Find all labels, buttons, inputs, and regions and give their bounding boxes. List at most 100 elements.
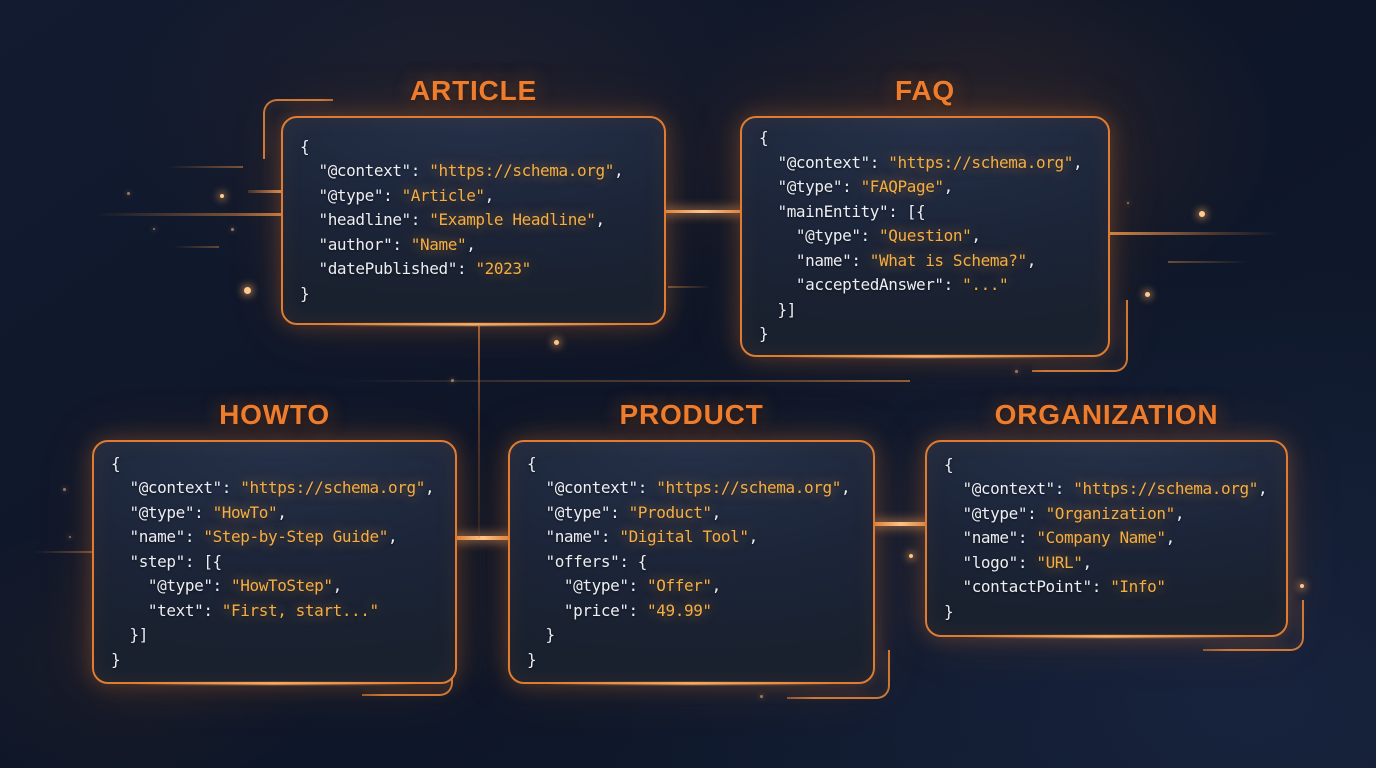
card-box: { "@context": "https://schema.org", "@ty… xyxy=(92,440,457,684)
echo-corner-product xyxy=(787,650,890,699)
code-value: "URL" xyxy=(1036,552,1083,572)
glow-dot xyxy=(1127,202,1129,204)
schema-card-howto: HOWTO { "@context": "https://schema.org"… xyxy=(92,399,457,684)
echo-corner-faq xyxy=(1032,300,1128,372)
code-line: "name": "Digital Tool", xyxy=(527,525,856,550)
code-value: "Article" xyxy=(401,185,486,205)
code-line: "@type": "Organization", xyxy=(944,502,1269,527)
code-line: "@type": "Question", xyxy=(759,224,1091,249)
code-text: "@context": xyxy=(300,161,430,181)
glow-dot xyxy=(69,536,71,538)
code-text: , xyxy=(388,527,398,547)
code-text: } xyxy=(527,625,555,645)
code-text: "@type": xyxy=(111,576,232,596)
card-title: FAQ xyxy=(895,75,955,106)
code-value: "HowTo" xyxy=(212,502,278,522)
schema-card-product: PRODUCT { "@context": "https://schema.or… xyxy=(508,399,875,684)
code-line: "author": "Name", xyxy=(300,233,647,258)
code-line: } xyxy=(527,623,856,648)
code-value: "Product" xyxy=(628,502,713,522)
glow-dot xyxy=(231,228,234,231)
trace-line-left-3 xyxy=(95,213,281,216)
trace-line-howto-left xyxy=(34,551,92,553)
code-text: { xyxy=(759,128,769,148)
schema-card-article: ARTICLE { "@context": "https://schema.or… xyxy=(281,75,666,325)
code-line: "acceptedAnswer": "..." xyxy=(759,273,1091,298)
code-line: "datePublished": "2023" xyxy=(300,257,647,282)
code-value: "Organization" xyxy=(1045,503,1176,523)
code-line: "@type": "Article", xyxy=(300,184,647,209)
card-box: { "@context": "https://schema.org", "@ty… xyxy=(925,440,1288,637)
connector-product-organization xyxy=(873,522,928,526)
glow-dot xyxy=(153,228,155,230)
card-box: { "@context": "https://schema.org", "@ty… xyxy=(508,440,875,684)
code-text: , xyxy=(748,527,759,547)
glow-dot xyxy=(1145,292,1150,297)
code-line: "logo": "URL", xyxy=(944,551,1269,576)
card-code: { "@context": "https://schema.org", "@ty… xyxy=(94,442,455,682)
code-line: { xyxy=(944,453,1269,478)
code-line: "@type": "HowToStep", xyxy=(111,574,438,599)
code-text: , xyxy=(1257,479,1268,499)
code-value: "First, start..." xyxy=(221,600,379,620)
code-line: "@context": "https://schema.org", xyxy=(111,476,438,501)
code-line: } xyxy=(111,648,438,673)
code-line: "name": "Company Name", xyxy=(944,526,1269,551)
code-line: "@type": "Product", xyxy=(527,501,856,526)
code-text: } xyxy=(111,649,121,669)
code-value: "https://schema.org" xyxy=(888,152,1073,172)
code-text: "datePublished": xyxy=(300,259,476,279)
code-value: "https://schema.org" xyxy=(240,478,425,498)
glow-dot xyxy=(451,379,454,382)
trace-line-left-4 xyxy=(173,246,219,248)
code-text: "contactPoint": xyxy=(944,577,1111,597)
code-text: "@type": xyxy=(759,177,861,197)
trace-line-article-right xyxy=(668,286,710,288)
card-code: { "@context": "https://schema.org", "@ty… xyxy=(510,442,873,682)
code-value: "https://schema.org" xyxy=(1073,479,1258,499)
glow-dot xyxy=(1199,211,1205,217)
schema-card-organization: ORGANIZATION { "@context": "https://sche… xyxy=(925,399,1288,637)
code-line: { xyxy=(759,126,1091,151)
code-text: "@type": xyxy=(111,502,213,522)
card-title: PRODUCT xyxy=(619,399,764,430)
code-value: "Question" xyxy=(879,226,972,246)
connector-howto-product xyxy=(455,536,511,540)
code-line: "name": "What is Schema?", xyxy=(759,249,1091,274)
code-line: { xyxy=(300,135,647,160)
trace-line-middle xyxy=(340,380,910,382)
code-value: "FAQPage" xyxy=(860,177,945,197)
code-text: , xyxy=(613,161,624,181)
code-line: } xyxy=(759,322,1091,347)
code-value: "Company Name" xyxy=(1036,528,1166,548)
glow-dot xyxy=(127,192,130,195)
code-text: , xyxy=(277,502,287,522)
card-box: { "@context": "https://schema.org", "@ty… xyxy=(740,116,1110,357)
code-text: , xyxy=(332,576,343,596)
code-line: "offers": { xyxy=(527,550,856,575)
code-text: , xyxy=(1082,552,1093,572)
code-text: "logo": xyxy=(944,552,1037,572)
code-line: "@context": "https://schema.org", xyxy=(944,477,1269,502)
code-value: "What is Schema?" xyxy=(869,250,1027,270)
code-line: }] xyxy=(759,298,1091,323)
glow-dot xyxy=(244,287,251,294)
code-line: "@context": "https://schema.org", xyxy=(759,151,1091,176)
code-text: , xyxy=(1174,503,1185,523)
code-text: "@context": xyxy=(944,479,1074,499)
code-text: , xyxy=(971,226,981,246)
code-line: } xyxy=(944,600,1269,625)
code-value: "Name" xyxy=(410,234,467,254)
code-text: { xyxy=(527,453,537,473)
code-text: "headline": xyxy=(300,210,430,230)
code-value: "49.99" xyxy=(647,600,712,620)
drop-line-article xyxy=(478,326,480,538)
code-line: }] xyxy=(111,623,438,648)
code-line: "@type": "Offer", xyxy=(527,574,856,599)
code-text: }] xyxy=(759,299,796,319)
code-line: } xyxy=(300,282,647,307)
code-value: "Digital Tool" xyxy=(619,527,749,547)
code-text: , xyxy=(1072,152,1083,172)
code-text: , xyxy=(711,502,722,522)
echo-corner-article xyxy=(263,99,333,159)
